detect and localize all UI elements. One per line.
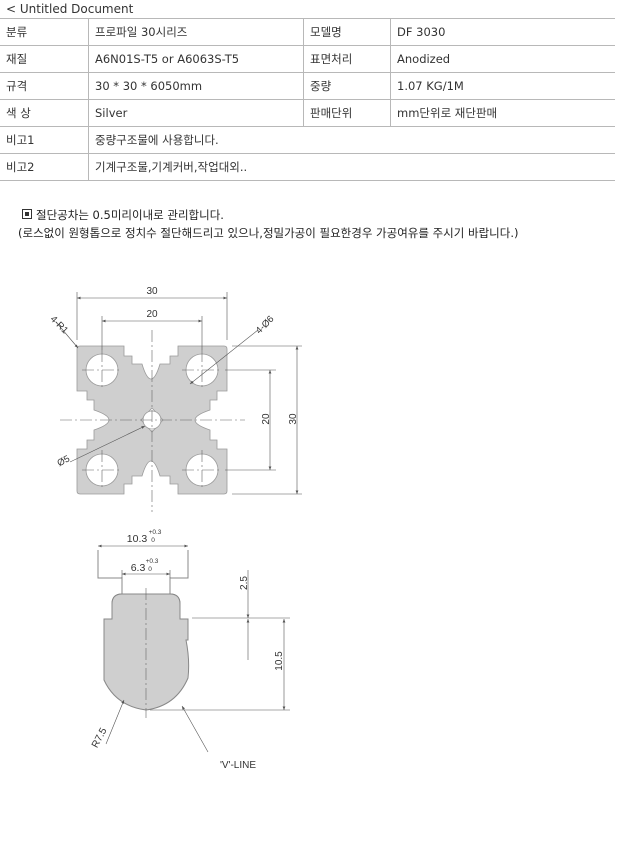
note-text: 절단공차는 0.5미리이내로 관리합니다. <box>36 208 224 222</box>
table-row: 비고1 중량구조물에 사용합니다. <box>0 126 615 154</box>
dim-label: 20 <box>146 309 158 320</box>
spec-label: 비고1 <box>0 126 89 154</box>
table-row: 분류 프로파일 30시리즈 모델명 DF 3030 <box>0 18 615 46</box>
spec-label: 비고2 <box>0 153 89 181</box>
note-line-1: 절단공차는 0.5미리이내로 관리합니다. <box>22 207 224 223</box>
dim-label: 30 <box>288 413 299 425</box>
spec-value: 기계구조물,기계커버,작업대외.. <box>88 153 615 181</box>
tolerance-upper: +0.3 <box>149 529 162 536</box>
dim-label: 4-R1 <box>48 314 70 336</box>
spec-value: DF 3030 <box>390 18 615 46</box>
window-title: < Untitled Document <box>6 2 134 16</box>
tolerance-lower: 0 <box>151 537 155 544</box>
square-bullet-icon <box>22 209 32 219</box>
dim-label: 20 <box>261 413 272 425</box>
spec-label: 모델명 <box>303 18 391 46</box>
spec-label: 중량 <box>303 72 391 100</box>
dim-label: 4-Ø6 <box>254 314 277 337</box>
spec-value: 프로파일 30시리즈 <box>88 18 304 46</box>
dim-label: 10.5 <box>274 651 285 671</box>
spec-value: A6N01S-T5 or A6063S-T5 <box>88 45 304 73</box>
dim-label: 2.5 <box>239 576 250 590</box>
slot-section <box>97 550 190 718</box>
dim-label: R7.5 <box>90 726 110 750</box>
spec-table: 분류 프로파일 30시리즈 모델명 DF 3030 재질 A6N01S-T5 o… <box>0 18 615 181</box>
v-line-label: 'V'-LINE <box>220 760 256 771</box>
table-row: 비고2 기계구조물,기계커버,작업대외.. <box>0 153 615 181</box>
profile-section <box>60 330 245 512</box>
slot-body <box>103 593 190 711</box>
spec-label: 표면처리 <box>303 45 391 73</box>
spec-value: mm단위로 재단판매 <box>390 99 615 127</box>
dim-label: Ø5 <box>56 453 72 469</box>
tolerance-lower: 0 <box>148 566 152 573</box>
dim-label: 30 <box>146 286 158 297</box>
tolerance-upper: +0.3 <box>146 558 159 565</box>
note-line-2: (로스없이 원형톱으로 정치수 절단해드리고 있으나,정밀가공이 필요한경우 가… <box>18 226 519 240</box>
spec-label: 판매단위 <box>303 99 391 127</box>
spec-label: 색 상 <box>0 99 89 127</box>
dim-label: 6.3 <box>131 562 146 574</box>
spec-value: 1.07 KG/1M <box>390 72 615 100</box>
spec-value: 중량구조물에 사용합니다. <box>88 126 615 154</box>
dim-label: 10.3 <box>127 533 148 545</box>
